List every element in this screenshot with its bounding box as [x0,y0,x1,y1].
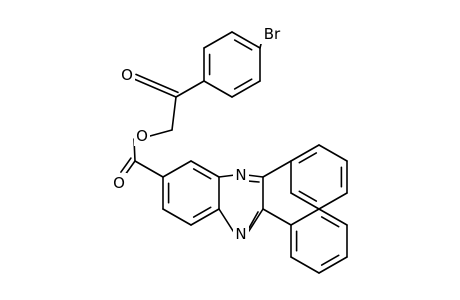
lower-phenyl-ring-double-bond [320,254,340,266]
ester-ether-oxygen-label: O [136,127,148,145]
n1-c2-double-bond [247,180,260,183]
bromophenyl-ring-double-bond [233,39,253,51]
quinoxaline-benzo-ring-bond [162,208,192,226]
c2-phenyl-bond [262,160,292,178]
atom-ester-ether-oxygen: O [134,126,150,146]
bromophenyl-ring-bond [231,80,261,98]
atom-quinoxaline-nitrogen-1: N [233,165,249,185]
quinoxaline-n4-label: N [235,225,246,243]
lower-phenyl-ring-bond [290,256,320,274]
atom-ketone-oxygen: O [119,65,135,85]
bromophenyl-ring-double-bond [233,78,253,90]
c3-n4-bond [246,208,264,235]
methylene-oxygen-bond [149,129,173,137]
quinoxaline-benzo-ring-bond [162,160,192,178]
ketone-double-bond-second [135,73,179,94]
c3-phenyl-bond [262,208,292,226]
c3-n4-double-bond [248,211,259,229]
quinoxaline-benzo-ring-double-bond [192,206,212,218]
bromine-label: Br [264,25,281,43]
upper-phenyl-ring-bond [290,192,320,210]
upper-phenyl-ring-bond [318,144,348,162]
ketone-double-bond [133,78,177,98]
lower-phenyl-ring-double-bond [320,216,340,228]
ketone-oxygen-label: O [121,66,133,84]
lower-phenyl-ring-bond [318,256,348,274]
carbonyl-methylene-bond [171,96,177,131]
ester-aryl-bond [134,160,164,178]
upper-phenyl-ring-bond [318,192,348,210]
bond-layer [120,31,348,274]
upper-phenyl-ring-double-bond [298,190,318,202]
ring-n1-bond [218,174,236,178]
quinoxaline-n1-label: N [235,166,246,184]
ester-carbonyl-double-bond [124,160,136,176]
ester-carbonyl-oxygen-label: O [113,174,125,192]
upper-phenyl-ring-bond [290,144,320,162]
lower-phenyl-ring-bond [290,208,320,226]
lower-phenyl-ring-bond [318,208,348,226]
bromophenyl-ring-bond [231,31,261,49]
bromophenyl-ring-bond [203,31,233,49]
atom-ester-carbonyl-oxygen: O [111,173,127,193]
aryl-carbonyl-bond [175,80,205,98]
bromophenyl-ring-bond [203,80,233,98]
quinoxaline-benzo-ring-bond [190,208,220,226]
quinoxaline-benzo-ring-double-bond [192,168,212,180]
atom-label-layer: Br O O O N N [111,24,285,244]
atom-quinoxaline-nitrogen-4: N [233,224,249,244]
ester-carbonyl-double-bond-second [120,157,132,173]
n4-ring-bond [218,208,236,235]
atom-bromine: Br [259,24,285,44]
upper-phenyl-ring-double-bond [298,152,318,164]
quinoxaline-benzo-ring-bond [190,160,220,178]
n1-c2-bond [246,174,264,178]
